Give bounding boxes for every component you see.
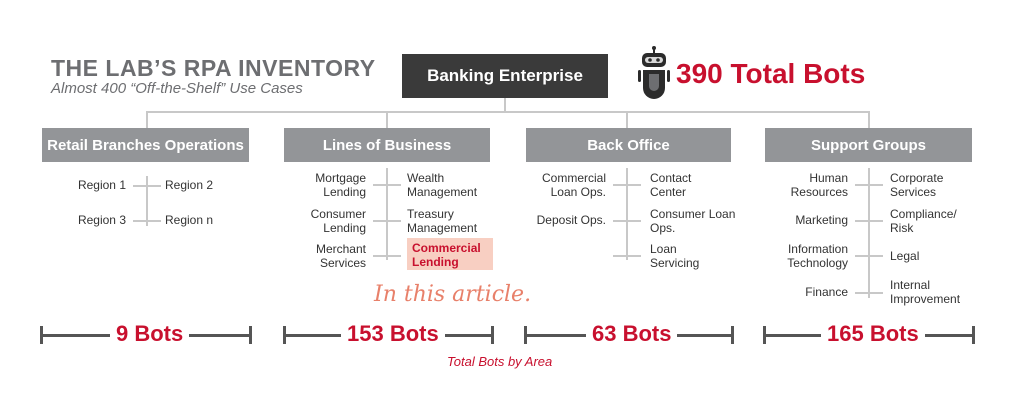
connector-line: [626, 111, 628, 128]
connector-line: [146, 176, 148, 226]
connector-line: [373, 220, 401, 222]
sub-item: Consumer Lending: [310, 207, 366, 235]
sub-item: Region 3: [77, 213, 126, 227]
connector-line: [626, 168, 628, 260]
bar-cap: [491, 326, 494, 344]
bar-cap: [249, 326, 252, 344]
sub-item: Marketing: [795, 213, 848, 227]
connector-line: [146, 111, 870, 113]
sub-item: Contact Center: [650, 171, 692, 199]
sub-item: Wealth Management: [407, 171, 478, 199]
bots-label-back-office: 63 Bots: [586, 321, 678, 347]
sub-item: Deposit Ops.: [536, 213, 606, 227]
article-note: In this article.: [374, 282, 532, 307]
sub-item: Merchant Services: [315, 242, 366, 270]
sub-item: Commercial Loan Ops.: [541, 171, 606, 199]
connector-line: [855, 184, 883, 186]
sub-item: Region 1: [77, 178, 126, 192]
bar-cap: [731, 326, 734, 344]
category-retail-branches: Retail Branches Operations: [42, 128, 249, 162]
sub-item: Human Resources: [790, 171, 848, 199]
connector-line: [868, 168, 870, 298]
bots-label-retail: 9 Bots: [110, 321, 190, 347]
sub-item: Information Technology: [787, 242, 848, 270]
connector-line: [868, 111, 870, 128]
connector-line: [146, 111, 148, 128]
connector-line: [613, 184, 641, 186]
connector-line: [855, 255, 883, 257]
bots-label-lines-of-business: 153 Bots: [341, 321, 445, 347]
connector-line: [613, 220, 641, 222]
connector-line: [613, 255, 641, 257]
robot-icon: [638, 46, 670, 99]
sub-item: Legal: [890, 249, 920, 263]
connector-line: [504, 98, 506, 112]
sub-item: Finance: [805, 285, 848, 299]
sub-item: Compliance/ Risk: [890, 207, 957, 235]
sub-item: Region n: [165, 213, 214, 227]
diagram-title: THE LAB’S RPA INVENTORY: [51, 55, 376, 81]
category-back-office: Back Office: [526, 128, 731, 162]
bar-cap: [972, 326, 975, 344]
sub-item: Internal Improvement: [890, 278, 961, 306]
connector-line: [373, 184, 401, 186]
connector-line: [133, 220, 161, 222]
footer-caption: Total Bots by Area: [447, 354, 553, 369]
highlight-commercial-lending: [407, 238, 493, 270]
total-bots-label: 390 Total Bots: [676, 58, 866, 89]
sub-item: Consumer Loan Ops.: [650, 207, 736, 235]
sub-item: Corporate Services: [890, 171, 944, 199]
bots-label-support-groups: 165 Bots: [821, 321, 925, 347]
connector-line: [133, 185, 161, 187]
category-support-groups: Support Groups: [765, 128, 972, 162]
connector-line: [855, 292, 883, 294]
sub-item: Treasury Management: [407, 207, 478, 235]
connector-line: [855, 220, 883, 222]
connector-line: [386, 168, 388, 260]
diagram-subtitle: Almost 400 “Off-the-Shelf” Use Cases: [51, 80, 303, 97]
connector-line: [386, 111, 388, 128]
sub-item: Mortgage Lending: [315, 171, 366, 199]
category-lines-of-business: Lines of Business: [284, 128, 490, 162]
sub-item: Region 2: [165, 178, 214, 192]
connector-line: [373, 255, 401, 257]
root-node: Banking Enterprise: [402, 54, 608, 98]
sub-item: Loan Servicing: [650, 242, 700, 270]
sub-item-commercial-lending: Commercial Lending: [412, 241, 481, 269]
